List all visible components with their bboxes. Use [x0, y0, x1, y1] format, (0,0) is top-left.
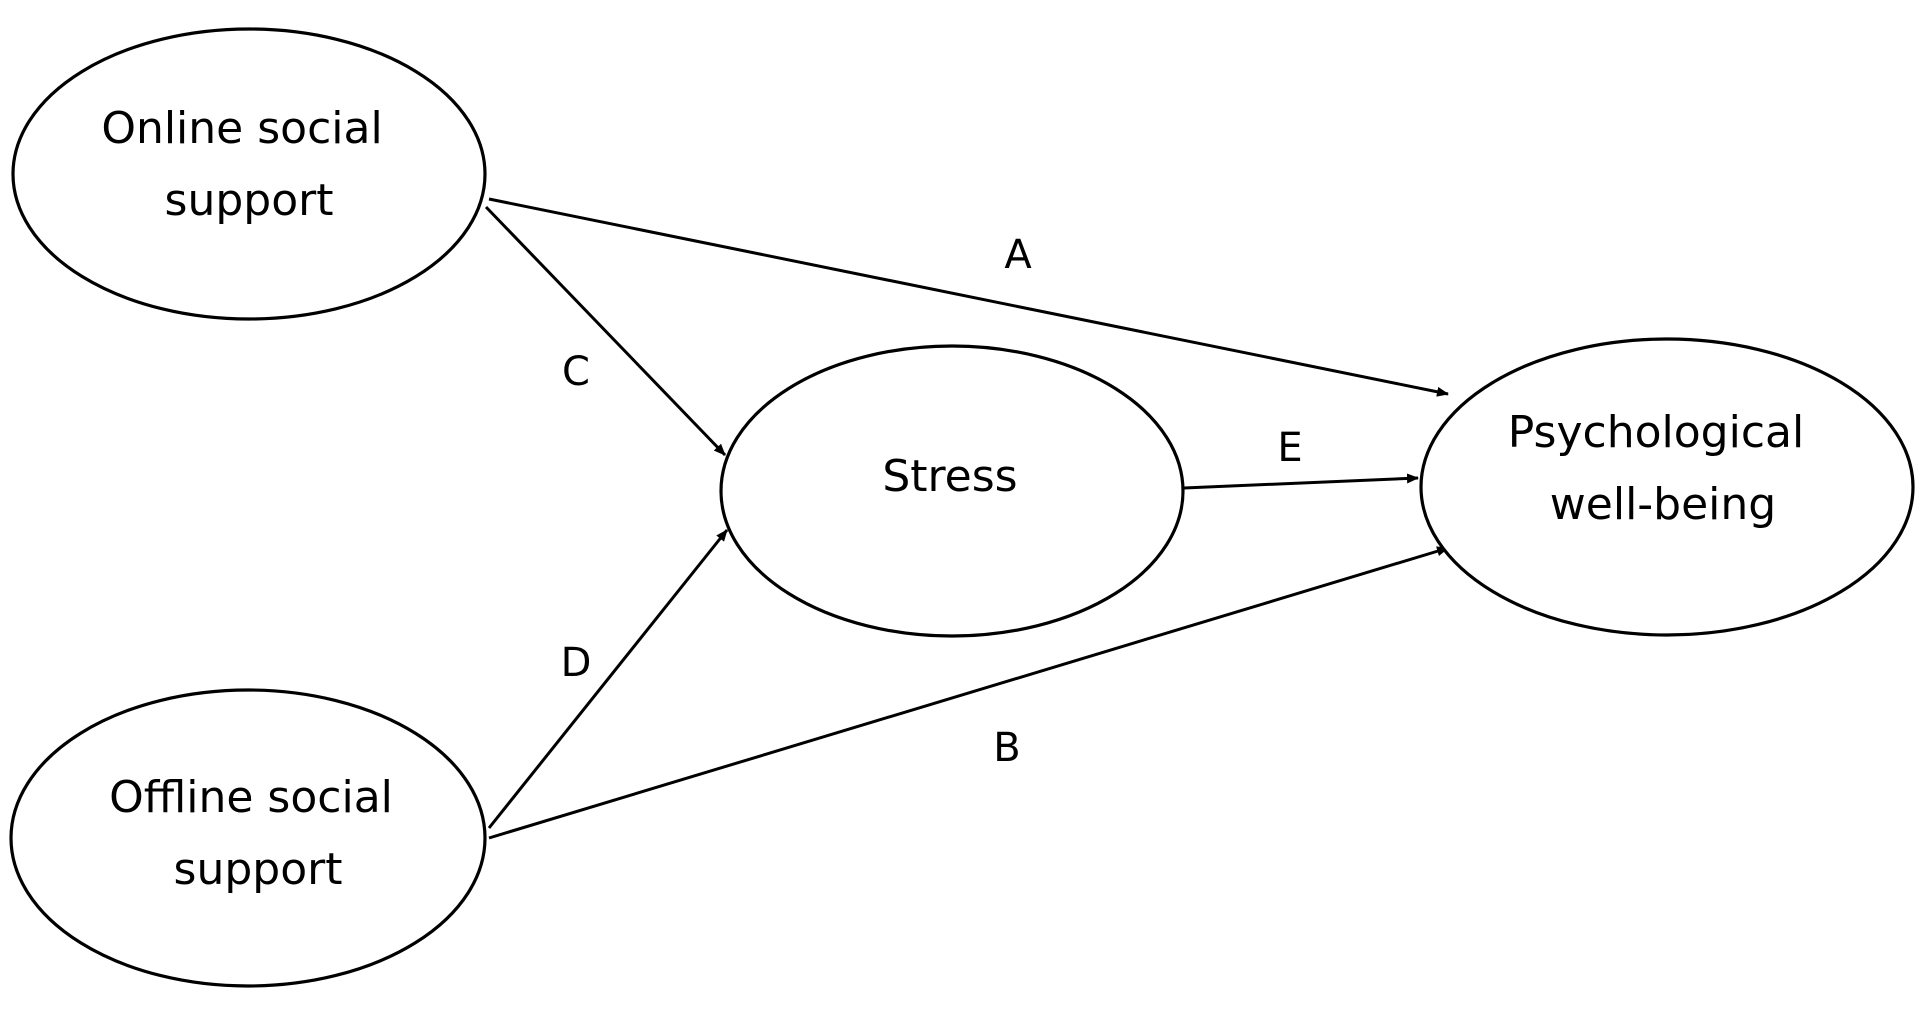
node-stress-label: Stress: [882, 451, 1017, 502]
edge-a-line: [488, 197, 1449, 397]
edge-c-label: C: [562, 349, 590, 395]
edge-e-line: [1183, 473, 1419, 490]
node-stress-shape: [719, 344, 1185, 638]
edge-c: C: [484, 205, 727, 457]
edge-a: A: [488, 197, 1449, 397]
edge-b-label: B: [993, 725, 1020, 771]
edge-a-label: A: [1004, 232, 1032, 278]
node-wellbeing-shape: [1419, 337, 1915, 637]
edge-b: B: [488, 546, 1449, 840]
edge-e-label: E: [1277, 425, 1302, 471]
edge-d-line: [487, 529, 729, 829]
node-offline-shape: [9, 688, 487, 988]
edge-e: E: [1183, 425, 1419, 490]
node-online-label: Online social support: [101, 103, 396, 226]
edge-b-line: [488, 546, 1449, 840]
node-online-social-support: Online social support: [11, 27, 487, 321]
node-psychological-well-being: Psychological well-being: [1419, 337, 1915, 637]
node-offline-social-support: Offline social support: [9, 688, 487, 988]
edge-d: D: [487, 529, 729, 829]
node-offline-label: Offline social support: [109, 772, 407, 895]
node-wellbeing-label: Psychological well-being: [1508, 407, 1818, 530]
node-online-shape: [11, 27, 487, 321]
edge-c-line: [484, 205, 727, 457]
node-stress: Stress: [719, 344, 1185, 638]
edge-d-label: D: [561, 640, 592, 686]
